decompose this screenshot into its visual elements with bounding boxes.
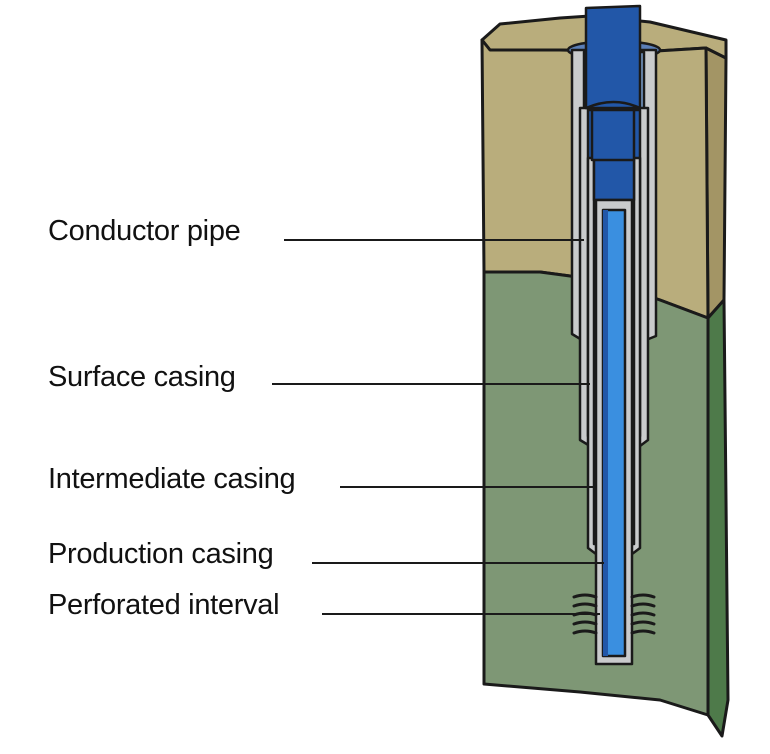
perforation-right-1 (630, 593, 656, 599)
perforation-right-5 (630, 629, 656, 635)
perforation-right-3 (630, 611, 656, 617)
label-perforated-interval: Perforated interval (48, 589, 279, 621)
perforation-right-4 (630, 620, 656, 626)
surface-pipe (584, 4, 642, 110)
perforation-left-2 (572, 602, 598, 608)
labels: Conductor pipe Surface casing Intermedia… (48, 215, 296, 621)
label-production-casing: Production casing (48, 538, 273, 570)
bedrock-side-face (706, 298, 730, 738)
well (566, 4, 662, 666)
label-surface-casing: Surface casing (48, 361, 236, 393)
perforation-left-5 (572, 629, 598, 635)
label-intermediate-casing: Intermediate casing (48, 463, 295, 495)
leader-lines (272, 239, 604, 615)
perforation-right-2 (630, 602, 656, 608)
perforation-left-4 (572, 620, 598, 626)
perforation-left-1 (572, 593, 598, 599)
label-conductor-pipe: Conductor pipe (48, 215, 241, 247)
